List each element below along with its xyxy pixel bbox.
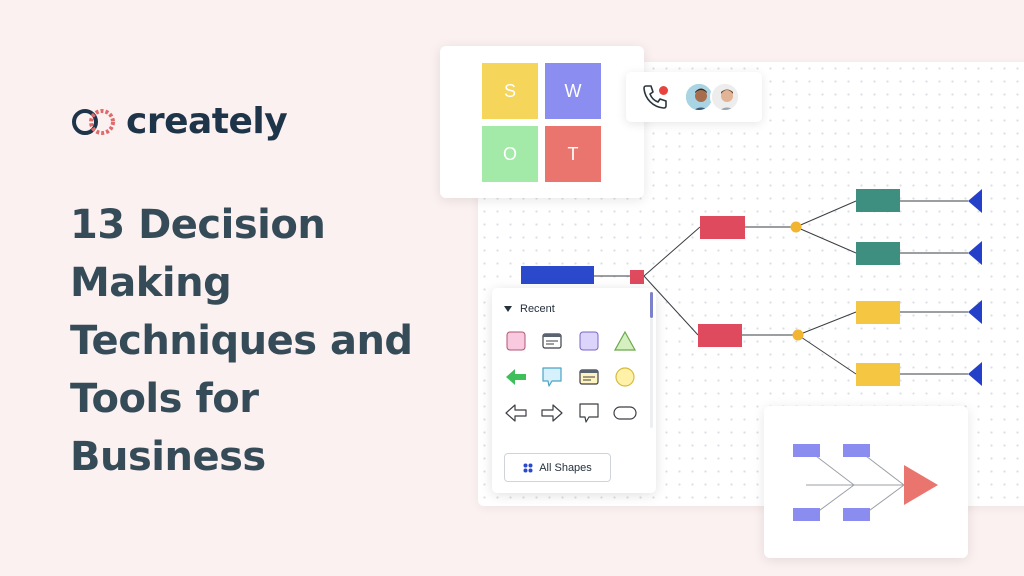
arrow-right-outline-icon[interactable] <box>539 400 565 426</box>
swot-template-card[interactable]: S W O T <box>440 46 644 198</box>
leaf-node[interactable] <box>856 189 900 212</box>
end-triangle[interactable] <box>968 362 982 386</box>
triangle-icon[interactable] <box>612 328 638 354</box>
root-node[interactable] <box>521 266 594 284</box>
rounded-rectangle-icon[interactable] <box>612 400 638 426</box>
swot-strengths[interactable]: S <box>482 63 538 119</box>
panel-scrolltrack[interactable] <box>650 318 653 428</box>
brand-name: creately <box>126 101 288 142</box>
end-triangle[interactable] <box>968 189 982 213</box>
end-triangle[interactable] <box>968 300 982 324</box>
fishbone-head[interactable] <box>904 465 938 505</box>
title-line: Tools for <box>70 376 259 422</box>
avatar[interactable] <box>710 82 740 112</box>
caret-down-icon <box>504 306 512 312</box>
panel-scrollbar[interactable] <box>650 292 653 318</box>
arrow-left-outline-icon[interactable] <box>503 400 529 426</box>
callout-icon[interactable] <box>539 364 565 390</box>
green-arrow-left-icon[interactable] <box>503 364 529 390</box>
title-line: Techniques and <box>70 318 413 364</box>
tree-connectors <box>594 200 968 375</box>
call-widget[interactable] <box>626 72 762 122</box>
all-shapes-label: All Shapes <box>539 461 592 474</box>
purple-square-icon[interactable] <box>576 328 602 354</box>
recent-section-toggle[interactable]: Recent <box>504 303 555 315</box>
title-line: Business <box>70 434 266 480</box>
person-icon <box>686 84 712 110</box>
chance-node-top[interactable] <box>790 221 802 233</box>
page-title: 13 Decision Making Techniques and Tools … <box>70 196 430 486</box>
fishbone-template-card[interactable] <box>764 406 968 558</box>
swot-weaknesses[interactable]: W <box>545 63 601 119</box>
creately-logo[interactable]: creately <box>70 101 288 142</box>
phone-icon[interactable] <box>640 83 670 111</box>
fishbone-cause[interactable] <box>843 508 870 521</box>
pink-square-icon[interactable] <box>503 328 529 354</box>
creately-logo-icon <box>72 109 115 135</box>
fishbone-diagram <box>793 444 938 521</box>
decision-junction[interactable] <box>630 270 644 284</box>
fishbone-cause[interactable] <box>793 444 820 457</box>
fishbone-cause[interactable] <box>793 508 820 521</box>
fishbone-cause[interactable] <box>843 444 870 457</box>
shapes-panel[interactable]: Recent All Shapes <box>492 288 656 493</box>
end-triangle[interactable] <box>968 241 982 265</box>
recording-dot-icon <box>659 86 668 95</box>
circle-icon[interactable] <box>612 364 638 390</box>
leaf-node[interactable] <box>856 242 900 265</box>
fishbone-bones <box>806 452 905 517</box>
recent-section-label: Recent <box>520 303 555 315</box>
branch-node-bottom[interactable] <box>698 324 742 347</box>
avatar[interactable] <box>684 82 714 112</box>
title-line: Making <box>70 260 232 306</box>
speech-bubble-icon[interactable] <box>576 400 602 426</box>
grid-icon <box>523 463 533 472</box>
decision-tree <box>521 189 982 386</box>
leaf-node[interactable] <box>856 301 900 324</box>
person-icon <box>712 84 738 110</box>
title-line: 13 Decision <box>70 202 326 248</box>
all-shapes-button[interactable]: All Shapes <box>504 453 611 482</box>
branch-node-top[interactable] <box>700 216 745 239</box>
yellow-card-icon[interactable] <box>576 364 602 390</box>
swot-threats[interactable]: T <box>545 126 601 182</box>
chance-node-bottom[interactable] <box>792 329 804 341</box>
window-card-icon[interactable] <box>539 328 565 354</box>
swot-opportunities[interactable]: O <box>482 126 538 182</box>
leaf-node[interactable] <box>856 363 900 386</box>
